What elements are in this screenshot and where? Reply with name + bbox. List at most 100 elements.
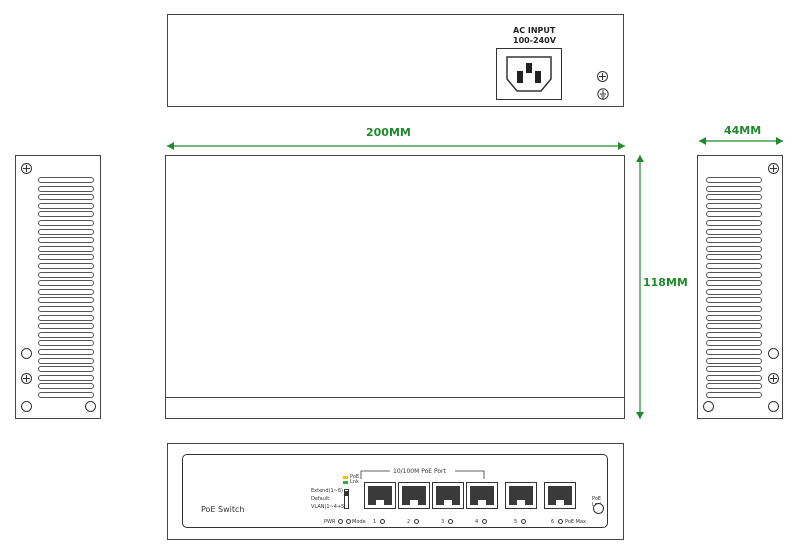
vent-slot — [706, 263, 762, 269]
right-side-view — [697, 155, 783, 419]
right-side-screw-top-icon — [768, 163, 779, 174]
port-number-2: 2 — [407, 519, 411, 525]
ground-icon — [597, 87, 609, 105]
vent-slot — [38, 374, 94, 381]
left-side-hole-icon — [85, 401, 96, 412]
vent-slot — [38, 331, 94, 338]
port-number-5: 5 — [514, 519, 518, 525]
vent-slot — [706, 392, 762, 398]
left-side-screw-top-icon — [21, 163, 32, 174]
vent-slot — [38, 323, 94, 330]
vent-slot — [38, 271, 94, 278]
top-view — [165, 155, 625, 419]
vent-slot — [706, 288, 762, 295]
vent-slot — [38, 202, 94, 209]
vent-slot — [706, 211, 762, 218]
vent-slot — [38, 237, 94, 244]
mode-label: Mode — [352, 519, 366, 525]
rj45-port-4[interactable] — [466, 482, 498, 509]
vent-slot — [38, 297, 94, 304]
vent-slot — [38, 340, 94, 347]
vent-slot — [38, 245, 94, 252]
rj45-port-5[interactable] — [505, 482, 537, 509]
vent-slot — [38, 357, 94, 364]
width-label: 200MM — [366, 126, 411, 139]
legend-link-swatch — [343, 481, 348, 484]
vent-slot — [706, 237, 762, 244]
vent-slot — [706, 228, 762, 235]
rear-panel: AC INPUT 100-240V — [167, 14, 624, 107]
mode-option-default: Default — [311, 496, 330, 502]
right-side-vents — [706, 177, 762, 407]
port-led-5 — [521, 519, 526, 524]
depth-label: 44MM — [724, 124, 762, 137]
vent-slot — [38, 288, 94, 295]
voltage-label: 100-240V — [513, 36, 556, 45]
vent-slot — [38, 392, 94, 398]
height-dimension-line — [633, 153, 647, 426]
left-side-hole-icon — [21, 401, 32, 412]
vent-slot — [706, 306, 762, 312]
rj45-port-6[interactable] — [544, 482, 576, 509]
rj45-port-2[interactable] — [398, 482, 430, 509]
vent-slot — [706, 349, 762, 355]
vent-slot — [706, 357, 762, 364]
vent-slot — [706, 383, 762, 390]
poe-led-indicator — [593, 503, 604, 514]
front-panel-inner: PoE Switch PoE Lnk Extend(1~6) Default V… — [182, 454, 608, 528]
right-side-screw-mid-icon — [768, 373, 779, 384]
mode-button[interactable] — [346, 519, 351, 524]
left-side-hole-icon — [21, 348, 32, 359]
port-led-3 — [448, 519, 453, 524]
mode-option-vlan: VLAN(1~4+5) — [311, 504, 347, 510]
vent-slot — [38, 177, 94, 183]
right-side-hole-icon — [703, 401, 714, 412]
left-side-screw-mid-icon — [21, 373, 32, 384]
rj45-port-1[interactable] — [364, 482, 396, 509]
vent-slot — [706, 245, 762, 252]
vent-slot — [38, 306, 94, 312]
legend-poe-label: PoE — [350, 474, 360, 480]
port-led-2 — [414, 519, 419, 524]
vent-slot — [706, 340, 762, 347]
vent-slot — [706, 220, 762, 226]
vent-slot — [38, 314, 94, 321]
vent-slot — [706, 366, 762, 373]
rear-screw-icon — [597, 71, 608, 82]
port-led-1 — [380, 519, 385, 524]
vent-slot — [706, 202, 762, 209]
top-view-front-edge — [166, 397, 624, 398]
left-side-vents — [38, 177, 94, 407]
ac-input-label: AC INPUT — [513, 26, 556, 35]
vent-slot — [706, 280, 762, 287]
product-label: PoE Switch — [201, 505, 245, 514]
front-panel: PoE Switch PoE Lnk Extend(1~6) Default V… — [167, 443, 624, 540]
depth-dimension-line — [697, 134, 785, 153]
pwr-label: PWR — [324, 519, 336, 525]
vent-slot — [38, 383, 94, 390]
vent-slot — [706, 185, 762, 192]
poe-max-label: PoE Max — [565, 519, 586, 525]
iec-socket-icon — [506, 56, 552, 92]
right-side-hole-icon — [768, 401, 779, 412]
ac-power-socket — [496, 48, 562, 100]
vent-slot — [706, 297, 762, 304]
port-number-4: 4 — [475, 519, 479, 525]
vent-slot — [38, 263, 94, 269]
vent-slot — [38, 349, 94, 355]
vent-slot — [38, 194, 94, 201]
mode-switch[interactable] — [344, 489, 349, 509]
vent-slot — [706, 194, 762, 201]
mode-switch-knob — [345, 491, 348, 496]
right-side-hole-icon — [768, 348, 779, 359]
rj45-port-3[interactable] — [432, 482, 464, 509]
vent-slot — [706, 271, 762, 278]
left-side-view — [15, 155, 101, 419]
vent-slot — [706, 177, 762, 183]
pwr-led — [338, 519, 343, 524]
vent-slot — [38, 280, 94, 287]
port-number-3: 3 — [441, 519, 445, 525]
vent-slot — [38, 366, 94, 373]
vent-slot — [38, 211, 94, 218]
legend-poe-swatch — [343, 476, 348, 479]
